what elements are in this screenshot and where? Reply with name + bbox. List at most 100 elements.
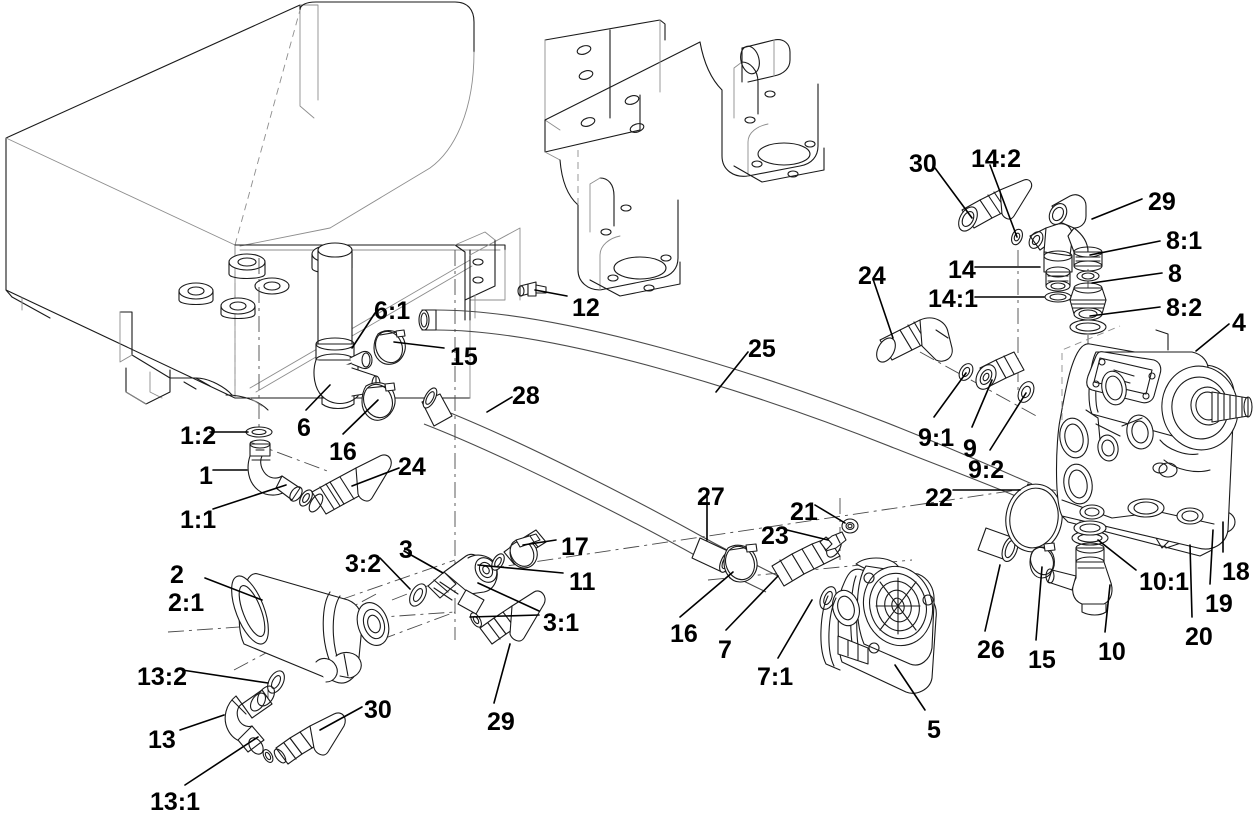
callout-30: 30 [909, 150, 937, 178]
leader-line [184, 736, 259, 786]
leader-line [989, 392, 1027, 451]
leader-line [777, 599, 813, 659]
callout-18: 18 [1222, 558, 1250, 586]
leader-line [493, 643, 511, 704]
part-9-2-oring [1017, 381, 1035, 403]
callout-11: 11 [569, 568, 596, 596]
leader-line [181, 669, 269, 684]
part-3-2-oring [409, 583, 427, 607]
callout-3-1: 3:1 [543, 609, 580, 637]
callout-13-1: 13:1 [150, 788, 201, 813]
leader-line [934, 167, 973, 219]
callout-2-1: 2:1 [168, 589, 205, 617]
leader-line [1189, 544, 1193, 618]
part-3-1-orings [470, 553, 505, 628]
callout-29: 29 [487, 708, 515, 736]
part-26-hose-end [977, 527, 1019, 562]
part-16-hose-clamp-lower-left [361, 382, 396, 421]
leader-line [1104, 584, 1111, 633]
leader-line [725, 575, 779, 631]
part-15-hose-clamp-upper [373, 329, 406, 365]
leader-line [379, 557, 411, 590]
part-10-elbow [1045, 542, 1113, 616]
part-8-2-oring [1069, 319, 1107, 335]
leader-line [305, 384, 331, 411]
callout-22: 22 [925, 484, 953, 512]
callout-7-1: 7:1 [757, 663, 794, 691]
callout-16: 16 [329, 438, 357, 466]
part-8-1-oring [1076, 270, 1100, 282]
leader-line [534, 289, 568, 297]
callout-12: 12 [572, 294, 600, 322]
callout-6-1: 6:1 [374, 297, 411, 325]
leader-line [1035, 566, 1043, 641]
callout-3-2: 3:2 [345, 550, 382, 578]
part-6-tee-fitting [313, 242, 381, 410]
leader-line [1089, 240, 1161, 256]
callout-9-1: 9:1 [918, 424, 955, 452]
chassis-assembly [5, 1, 825, 411]
callout-8-1: 8:1 [1166, 227, 1203, 255]
leader-line [212, 484, 287, 510]
callout-19: 19 [1205, 590, 1233, 618]
callout-10: 10 [1098, 638, 1126, 666]
callout-1: 1 [199, 462, 213, 490]
leader-line [351, 467, 400, 487]
leader-line [872, 278, 894, 339]
part-3-tee [427, 553, 498, 615]
part-1-1-oring [299, 489, 313, 507]
callout-13-2: 13:2 [137, 663, 188, 691]
part-29-hose-end-upper [1048, 194, 1103, 272]
part-13-2-oring [267, 670, 285, 694]
part-5-hydraulic-motor [820, 557, 937, 694]
callout-8: 8 [1168, 260, 1182, 288]
callout-24: 24 [398, 453, 426, 481]
leader-line [984, 564, 1001, 632]
leader-line [477, 582, 540, 612]
part-30-hose-end-upper [958, 179, 1033, 232]
callout-5: 5 [927, 716, 941, 744]
leader-lines [179, 164, 1230, 786]
part-30-hose-end-bottom [273, 712, 346, 765]
callout-6: 6 [297, 414, 311, 442]
part-14-elbow [1028, 223, 1073, 292]
callout-15: 15 [450, 343, 478, 371]
leader-line [477, 564, 564, 574]
callout-30: 30 [364, 696, 392, 724]
callout-14: 14 [948, 256, 976, 284]
leader-line [894, 664, 926, 711]
leader-line [486, 396, 513, 413]
callout-21: 21 [790, 498, 818, 526]
callout-23: 23 [761, 522, 789, 550]
leader-line [989, 164, 1018, 238]
callout-14-1: 14:1 [928, 285, 979, 313]
leader-line [403, 550, 444, 574]
leader-line [679, 571, 734, 618]
part-13-1-oring [262, 749, 274, 763]
part-17-clamp [509, 533, 541, 569]
callout-4: 4 [1232, 309, 1246, 337]
part-13-elbow [224, 685, 276, 755]
leader-line [971, 379, 993, 428]
part-14-1-oring [1044, 291, 1072, 303]
part-25-hydraulic-hose [418, 309, 1049, 513]
callout-20: 20 [1185, 623, 1213, 651]
callout-9: 9 [963, 435, 977, 463]
callout-17: 17 [561, 533, 589, 561]
callout-9-2: 9:2 [968, 456, 1005, 484]
callout-27: 27 [697, 483, 725, 511]
callout-1-2: 1:2 [180, 422, 217, 450]
leader-line [1091, 198, 1143, 220]
leader-line [522, 539, 557, 546]
leader-line [179, 714, 225, 731]
callout-7: 7 [718, 636, 732, 664]
center-bracket [454, 231, 496, 321]
leader-line [319, 706, 363, 731]
part-23-bolt [819, 531, 847, 552]
callout-13: 13 [148, 726, 176, 754]
callout-3: 3 [399, 536, 413, 564]
frame-rail-right [544, 19, 825, 297]
leader-line [393, 341, 445, 349]
